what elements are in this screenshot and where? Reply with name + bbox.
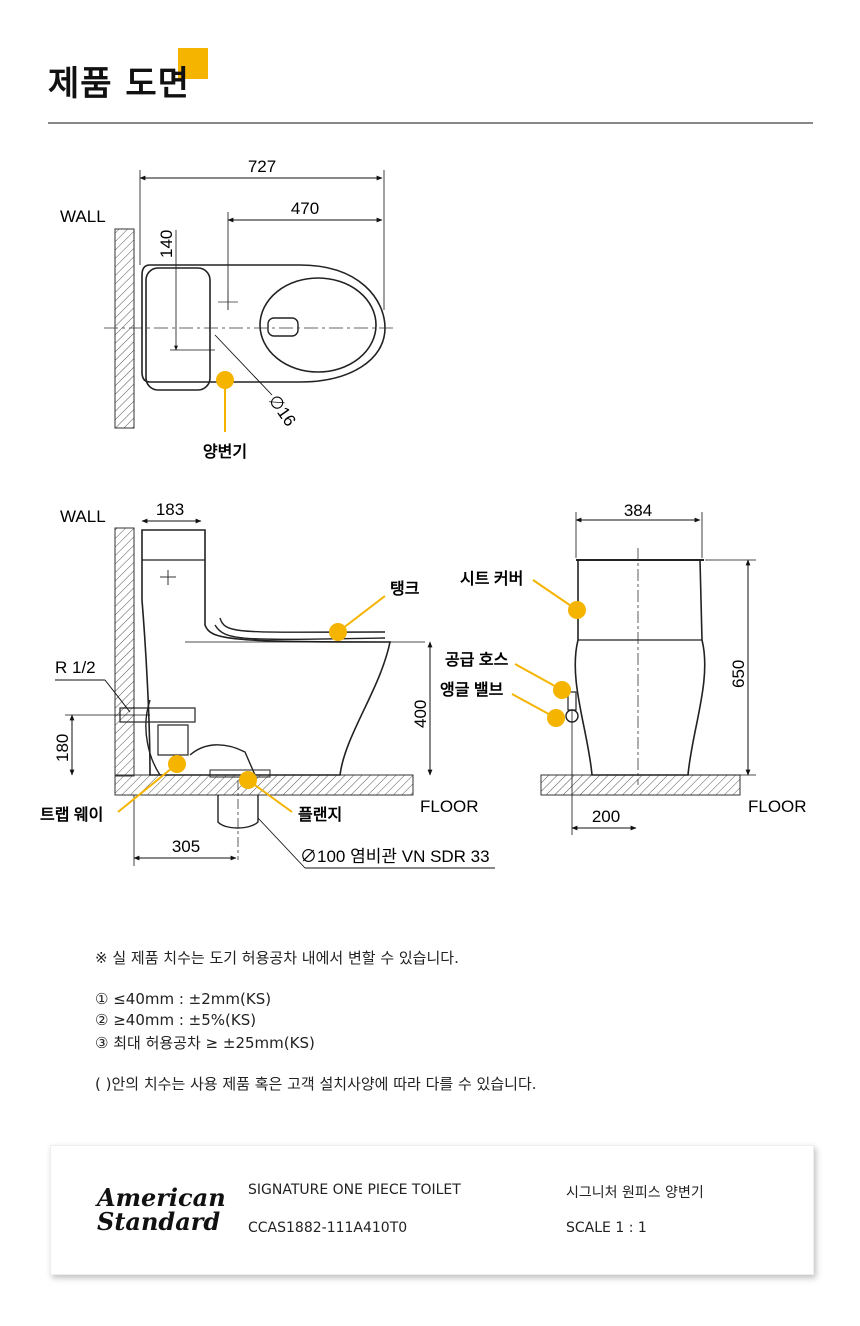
callout-flange: 플랜지 [298,806,342,824]
technical-drawing: WALL 727 470 140 ∅16 양변기 WALL [40,157,807,869]
model-code: CCAS1882-111A410T0 [248,1220,408,1236]
title-accent-block [178,48,208,79]
front-floor [540,774,741,796]
dim-727: 727 [248,157,276,176]
dim-16: ∅16 [265,391,300,430]
dim-140: 140 [157,230,176,258]
tolerance-3: ③ 최대 허용공차 ≥ ±25mm(KS) [95,1034,315,1052]
dim-650: 650 [729,660,748,688]
title-divider [48,122,813,124]
product-name-en: SIGNATURE ONE PIECE TOILET [248,1182,461,1198]
american-standard-logo: American Standard [97,1186,226,1234]
side-wall-label: WALL [60,507,106,526]
side-view: WALL 183 400 R 1/2 180 30 [40,500,495,869]
product-name-ko: 시그니처 원피스 양변기 [566,1185,704,1201]
callout-trapway: 트랩 웨이 [40,805,103,824]
toilet-outline-side [141,529,391,776]
scale-label: SCALE 1 : 1 [566,1220,647,1236]
top-wall-label: WALL [60,207,106,226]
logo-line-1: American [97,1183,226,1212]
dim-305: 305 [172,837,200,856]
dim-470: 470 [291,199,319,218]
dim-180: 180 [53,734,72,762]
top-wall [114,228,135,429]
tolerance-2: ② ≥40mm : ±5%(KS) [95,1011,257,1029]
supply-label: R 1/2 [55,658,96,677]
toilet-outline-front [574,559,706,776]
disclaimer-note: ※ 실 제품 치수는 도기 허용공차 내에서 변할 수 있습니다. [95,949,459,967]
callout-toilet: 양변기 [203,443,247,461]
dim-183: 183 [156,500,184,519]
dim-384: 384 [624,501,652,520]
callout-angle-valve: 앵글 밸브 [440,681,504,699]
front-floor-label: FLOOR [748,797,807,816]
top-view: WALL 727 470 140 ∅16 양변기 [60,157,395,461]
side-wall [114,527,135,777]
front-view: 384 650 200 FLOOR 시트 커버 공급 호스 앵글 밸브 [440,501,807,835]
dim-200: 200 [592,807,620,826]
callout-seat-cover: 시트 커버 [460,570,523,588]
callout-tank: 탱크 [390,580,420,598]
logo-line-2: Standard [97,1207,221,1236]
callout-supply-hose: 공급 호스 [445,651,509,669]
bowl-top [259,277,377,373]
page-title: 제품 도면 [48,64,190,104]
pipe-spec: ∅100 염비관 VN SDR 33 [300,847,490,866]
tolerance-1: ① ≤40mm : ±2mm(KS) [95,990,272,1008]
dim-400: 400 [411,700,430,728]
callout-dot-toilet [216,371,234,389]
drain-top [267,317,299,337]
side-floor-label: FLOOR [420,797,479,816]
parenthesis-note: ( )안의 치수는 사용 제품 혹은 고객 설치사양에 따라 다를 수 있습니다… [95,1075,537,1093]
title-block: American Standard SIGNATURE ONE PIECE TO… [50,1145,814,1275]
tank-top [145,267,211,391]
toilet-outline-top [141,264,386,383]
